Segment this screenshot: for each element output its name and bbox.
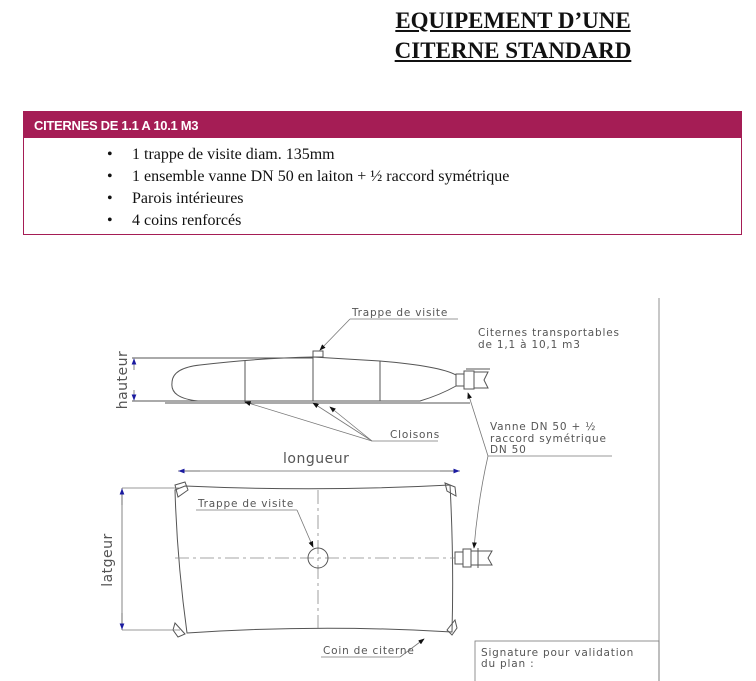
page-title: EQUIPEMENT D’UNE CITERNE STANDARD <box>378 6 648 66</box>
list-item: 4 coins renforcés <box>107 210 741 232</box>
list-item: 1 trappe de visite diam. 135mm <box>107 144 741 166</box>
signature-label-1: Signature pour validation <box>481 647 634 659</box>
citernes-label-2: de 1,1 à 10,1 m3 <box>478 339 581 351</box>
title-line-2: CITERNE STANDARD <box>394 38 632 63</box>
citernes-label-1: Citernes transportables <box>478 327 620 339</box>
title-line-1: EQUIPEMENT D’UNE <box>395 8 631 33</box>
trappe-side-label: Trappe de visite <box>351 307 448 319</box>
vanne-label-2: raccord symétrique <box>490 433 607 445</box>
cloisons-label: Cloisons <box>390 429 440 441</box>
trappe-top-label: Trappe de visite <box>197 498 294 510</box>
corner-icons <box>172 481 458 638</box>
spec-box: CITERNES DE 1.1 A 10.1 M3 1 trappe de vi… <box>23 111 742 235</box>
signature-label-2: du plan : <box>481 658 534 670</box>
hauteur-label: hauteur <box>115 351 131 410</box>
list-item: Parois intérieures <box>107 188 741 210</box>
largeur-label: latgeur <box>100 533 116 587</box>
longueur-label: longueur <box>283 451 349 467</box>
coin-label: Coin de citerne <box>323 645 415 657</box>
spec-box-header: CITERNES DE 1.1 A 10.1 M3 <box>24 112 741 138</box>
hatch-icon <box>307 547 329 569</box>
side-view: hauteur <box>115 350 490 410</box>
vanne-label-3: DN 50 <box>490 444 527 456</box>
signature-box <box>474 640 660 681</box>
list-item: 1 ensemble vanne DN 50 en laiton + ½ rac… <box>107 166 741 188</box>
valve-icon <box>454 548 493 568</box>
vanne-label-1: Vanne DN 50 + ½ <box>490 421 596 433</box>
top-view: longueur latgeur <box>100 451 493 638</box>
valve-icon <box>455 368 490 390</box>
spec-list: 1 trappe de visite diam. 135mm 1 ensembl… <box>24 144 741 232</box>
hatch-icon <box>312 350 324 358</box>
